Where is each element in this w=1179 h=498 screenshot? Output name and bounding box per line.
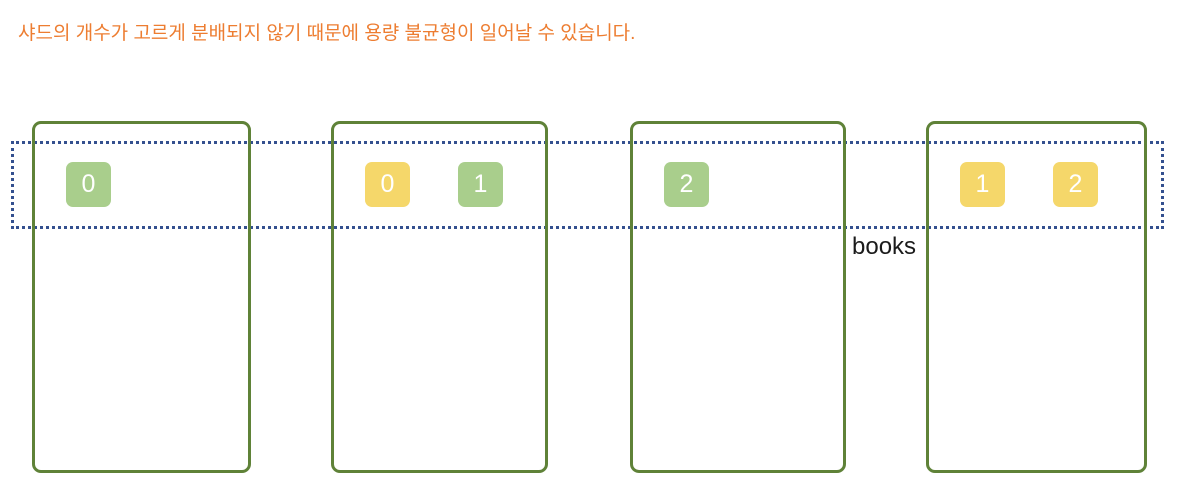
- shard-square: 2: [664, 162, 709, 207]
- node-4-box: 1 2: [926, 121, 1147, 473]
- node-2-box: 0 1: [331, 121, 548, 473]
- shard-square: 0: [66, 162, 111, 207]
- shard-square: 1: [458, 162, 503, 207]
- shard-square: 0: [365, 162, 410, 207]
- node-3-box: 2: [630, 121, 846, 473]
- node-1-box: 0: [32, 121, 251, 473]
- shard-square: 2: [1053, 162, 1098, 207]
- caption-text: 샤드의 개수가 고르게 분배되지 않기 때문에 용량 불균형이 일어날 수 있습…: [18, 23, 636, 44]
- index-dotted-band: [11, 141, 1164, 229]
- shard-square: 1: [960, 162, 1005, 207]
- index-name-label: books: [852, 233, 917, 260]
